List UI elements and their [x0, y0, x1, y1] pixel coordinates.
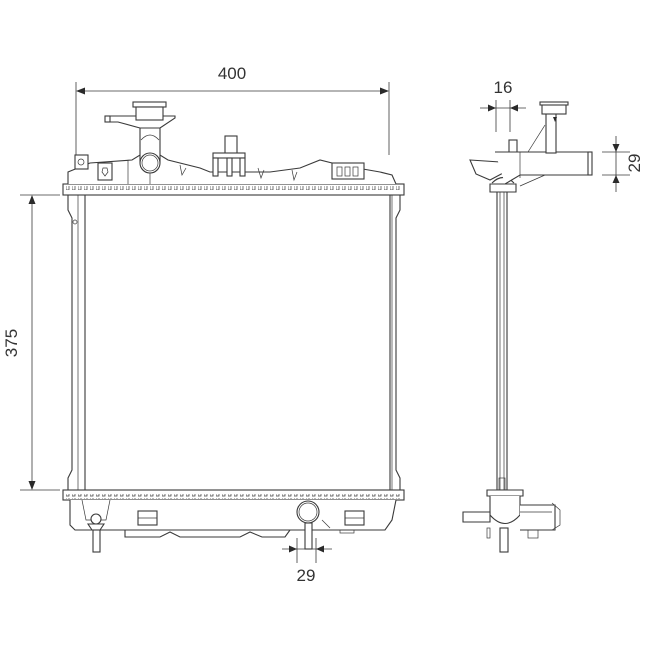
side-bottom-tank: [462, 477, 561, 553]
radiator-core: [84, 194, 391, 491]
dimension-bottom-outlet: 29: [282, 538, 332, 585]
top-tank: [67, 135, 397, 185]
top-header-plate: [62, 183, 405, 196]
left-side-plate: [67, 195, 79, 490]
height-dimension-label: 375: [2, 329, 21, 357]
right-side-plate: [391, 195, 401, 490]
dimension-height: 375: [2, 194, 60, 491]
bottom-outlet-dimension-label: 29: [297, 566, 316, 585]
side-inlet-dimension-label: 29: [625, 154, 644, 173]
side-offset-dimension-label: 16: [494, 78, 513, 97]
dimension-width: 400: [75, 64, 390, 155]
width-dimension-label: 400: [218, 64, 246, 83]
dimension-side-offset: 16: [480, 78, 526, 132]
side-view: [462, 101, 593, 553]
front-view: [62, 101, 405, 553]
dimension-side-inlet: 29: [602, 136, 644, 192]
side-top-tank: [469, 101, 593, 193]
filler-neck: [104, 101, 176, 174]
bottom-tank: [69, 499, 397, 553]
bottom-header-plate: [62, 489, 405, 501]
